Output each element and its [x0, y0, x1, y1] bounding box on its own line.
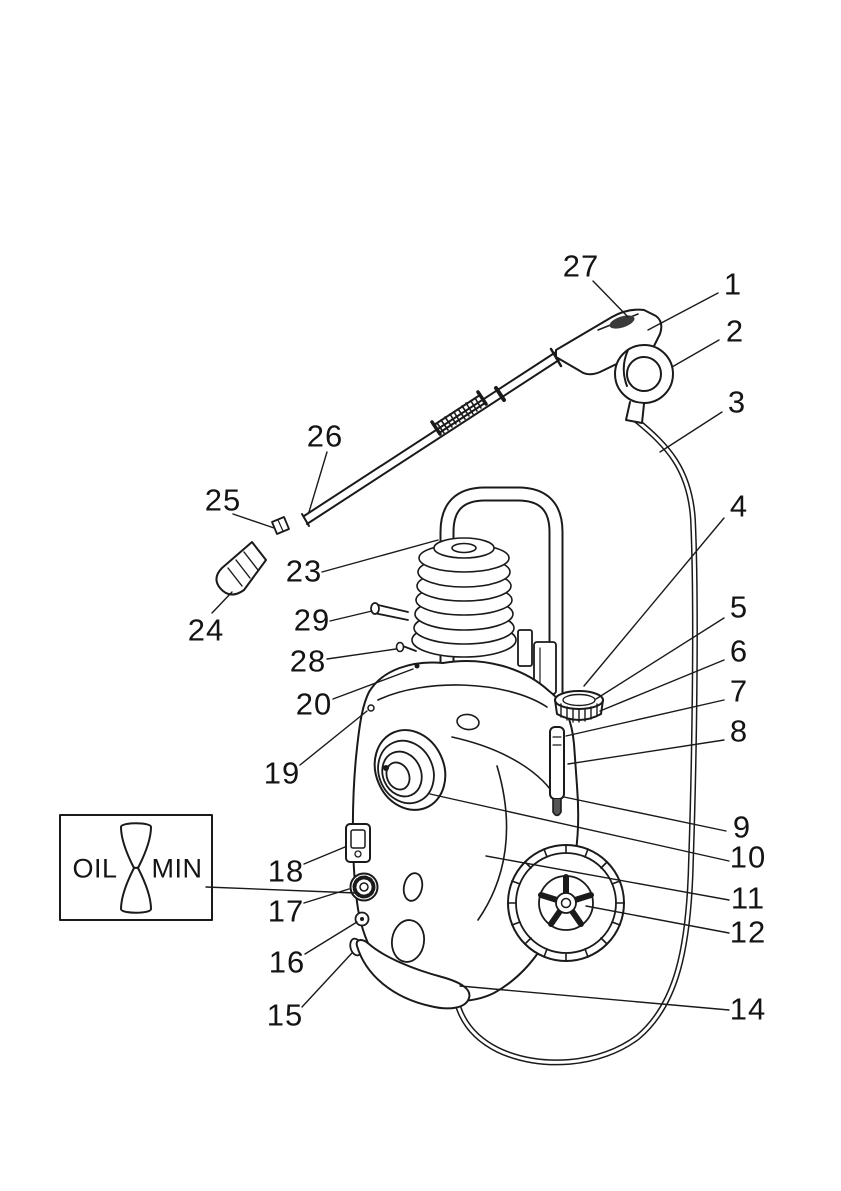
- callout-10: 10: [729, 839, 767, 875]
- callout-11: 11: [730, 880, 766, 916]
- reel-peg-upper: [373, 603, 409, 621]
- leader-line-1: [647, 292, 719, 331]
- gun-safety-catch: [609, 315, 635, 329]
- callout-20: 20: [295, 686, 333, 722]
- callout-16: 16: [268, 944, 306, 980]
- leader-line-24: [211, 591, 233, 614]
- callout-12: 12: [729, 914, 767, 950]
- leader-line-17: [303, 888, 350, 904]
- nozzle-assembly: [215, 516, 290, 596]
- high-pressure-hose: [453, 417, 698, 1066]
- callout-4: 4: [729, 488, 749, 524]
- callout-9: 9: [732, 809, 752, 845]
- leader-line-7: [565, 699, 725, 737]
- leader-line-10: [429, 793, 730, 862]
- suction-filter: [552, 798, 562, 817]
- pressure-dial: [373, 729, 447, 811]
- callout-3: 3: [727, 384, 747, 420]
- min-label: MIN: [151, 853, 203, 884]
- wheel: [507, 844, 625, 962]
- leader-line-26: [308, 451, 328, 513]
- wheel-spokes: [538, 874, 594, 927]
- leader-line-8: [567, 739, 725, 765]
- suction-tube: [549, 726, 565, 817]
- callout-7: 7: [729, 673, 749, 709]
- oil-label: OIL: [72, 853, 118, 884]
- detergent-tank-cap: [554, 690, 604, 723]
- leader-line-3: [659, 411, 723, 453]
- callout-27: 27: [562, 248, 600, 284]
- gun-hose-connector: [625, 401, 645, 424]
- oil-level-inset: [59, 814, 213, 921]
- callout-8: 8: [729, 713, 749, 749]
- leader-line-25: [232, 513, 275, 529]
- gun-trigger: [622, 349, 629, 387]
- spray-gun: [549, 308, 674, 424]
- callout-29: 29: [293, 602, 331, 638]
- leader-line-20: [332, 668, 414, 700]
- oil-gauge-hourglass: [120, 822, 152, 870]
- leader-lines: [205, 280, 730, 1011]
- leader-line-5: [595, 617, 725, 700]
- leader-line-27: [592, 280, 629, 318]
- leader-line-9: [563, 796, 727, 832]
- leader-line-oil-inset: [205, 886, 357, 894]
- callout-25: 25: [204, 482, 242, 518]
- leader-line-18: [303, 846, 346, 865]
- leader-line-14: [459, 985, 730, 1011]
- leader-line-15: [301, 952, 353, 1008]
- callout-1: 1: [723, 266, 743, 302]
- hose-reel-coil: [370, 537, 517, 658]
- callout-5: 5: [729, 589, 749, 625]
- leader-line-12: [585, 905, 730, 934]
- lance-coupler-ribs: [436, 397, 482, 434]
- spray-lance: [301, 351, 560, 527]
- leader-line-4: [583, 517, 725, 687]
- wheel-tread: [507, 844, 625, 962]
- callout-28: 28: [289, 643, 327, 679]
- base-foot: [355, 939, 471, 1010]
- leader-line-16: [304, 921, 358, 955]
- callout-6: 6: [729, 633, 749, 669]
- leader-line-6: [599, 659, 725, 712]
- leader-line-11: [485, 855, 730, 901]
- leader-line-23: [321, 539, 439, 573]
- body-recess: [456, 713, 480, 731]
- leader-line-28: [326, 648, 397, 660]
- callout-18: 18: [267, 853, 305, 889]
- carry-handle: [439, 486, 564, 718]
- leader-line-2: [671, 339, 720, 368]
- body-screw: [367, 704, 375, 712]
- leader-line-29: [329, 610, 373, 622]
- callout-26: 26: [306, 418, 344, 454]
- callout-17: 17: [267, 893, 305, 929]
- power-switch: [345, 823, 371, 863]
- callout-2: 2: [725, 313, 745, 349]
- callout-24: 24: [187, 612, 225, 648]
- spray-nozzle: [215, 541, 267, 596]
- callout-15: 15: [266, 997, 304, 1033]
- callout-19: 19: [263, 755, 301, 791]
- leader-line-19: [299, 710, 368, 766]
- callout-14: 14: [729, 991, 767, 1027]
- reel-mount-pin: [414, 663, 420, 669]
- callout-23: 23: [285, 553, 323, 589]
